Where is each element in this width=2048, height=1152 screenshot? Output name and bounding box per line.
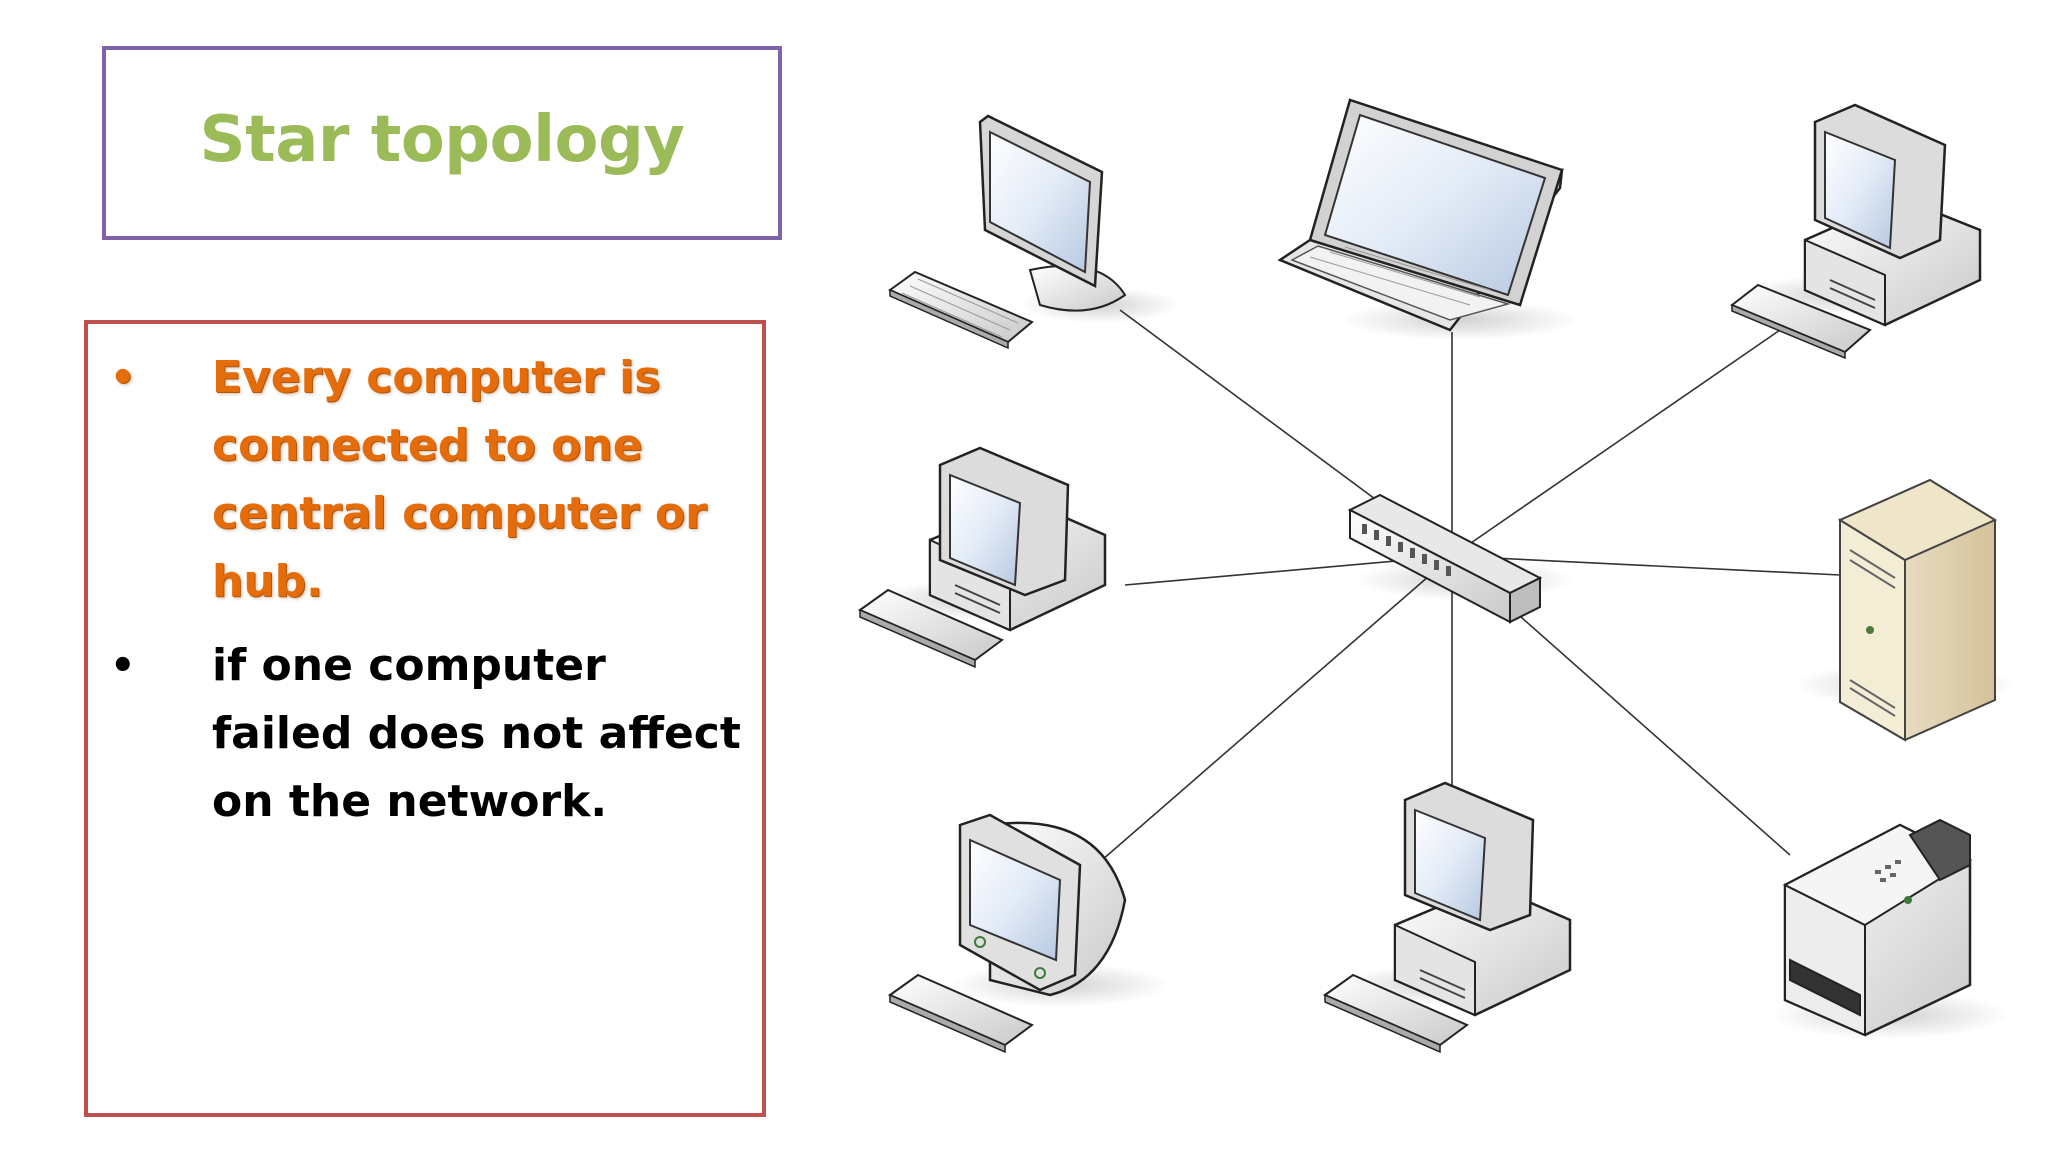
title-box: Star topology <box>102 46 782 240</box>
printer-icon <box>1770 818 2010 1039</box>
desktop-computer-icon <box>857 446 1107 669</box>
desktop-computer-icon <box>1730 103 1982 360</box>
connection-line <box>1451 555 1841 576</box>
bullet-box: • Every computer is connected to one cen… <box>84 320 766 1117</box>
star-topology-diagram <box>857 98 2015 1054</box>
bullet-text: if one computer failed does not affect o… <box>212 640 741 827</box>
connection-line <box>1101 555 1453 861</box>
bullet-text: Every computer is connected to one centr… <box>212 352 707 607</box>
connection-line <box>1451 329 1781 557</box>
slide-title: Star topology <box>199 103 686 177</box>
hub-icon <box>1347 493 1575 624</box>
bullet-dot: • <box>110 355 136 401</box>
bullet-dot: • <box>110 643 136 689</box>
desktop-monitor-icon <box>887 114 1180 350</box>
crt-monitor-icon <box>887 813 1170 1054</box>
laptop-icon <box>1277 98 1580 340</box>
desktop-computer-icon <box>1322 781 1572 1054</box>
server-tower-icon <box>1795 478 2015 742</box>
